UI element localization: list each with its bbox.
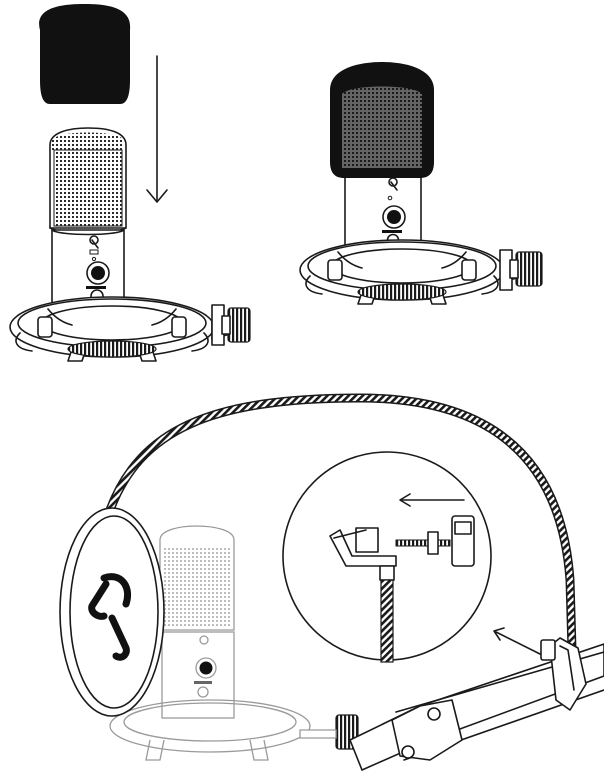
panel-attach-windscreen <box>9 4 251 362</box>
left-arrow-icon <box>399 493 465 507</box>
mount-knob-2 <box>499 249 543 291</box>
mount-knob-3 <box>299 714 359 750</box>
shock-mount-2 <box>299 239 531 305</box>
panel-boom-arm-and-pop-filter <box>59 393 604 771</box>
volume-knob-icon <box>382 205 406 229</box>
panel-windscreen-attached <box>299 62 543 305</box>
pointer-arrow <box>493 627 541 655</box>
microphone-unit-1 <box>49 127 127 323</box>
microphone-unit-2 <box>330 62 434 263</box>
volume-knob-icon <box>195 657 217 679</box>
boom-arm <box>349 637 604 771</box>
clamp-detail-inset <box>282 451 492 663</box>
shock-mount-1 <box>9 296 241 362</box>
volume-knob-icon <box>86 261 110 285</box>
brand-logo-icon <box>89 235 99 249</box>
pop-filter <box>59 507 165 717</box>
mount-knob-1 <box>211 304 251 346</box>
mute-icon <box>89 249 99 262</box>
microphone-ghost <box>109 525 311 761</box>
brand-logo-icon <box>88 573 131 661</box>
foam-windscreen <box>39 4 131 104</box>
down-arrow-icon <box>146 55 168 203</box>
